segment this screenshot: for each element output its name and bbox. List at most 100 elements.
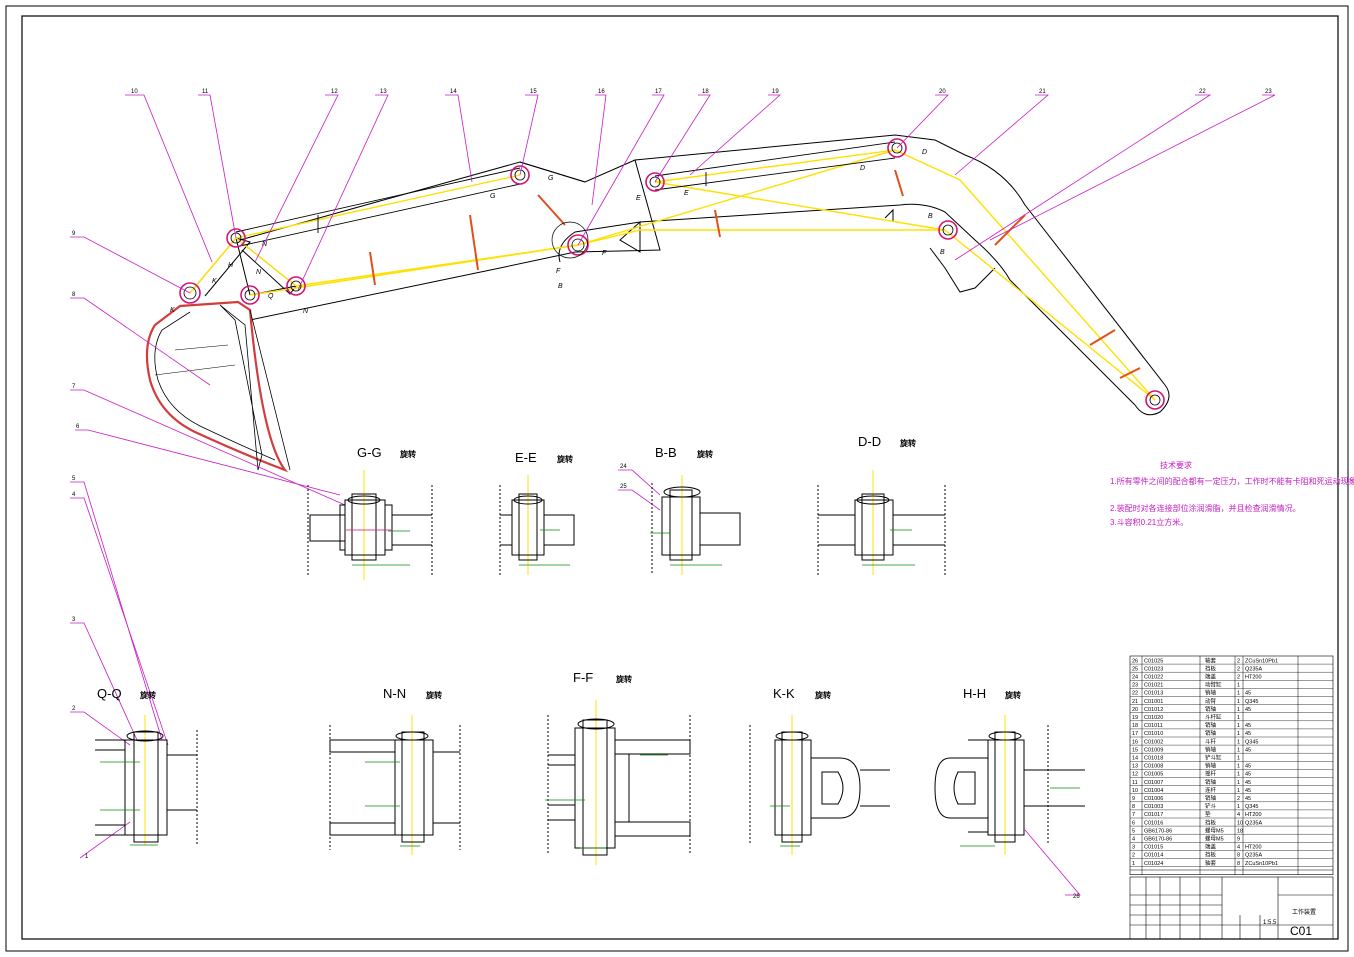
bucket bbox=[145, 300, 291, 473]
section-title: K-K bbox=[773, 686, 795, 701]
bom-cell: 12 bbox=[1132, 772, 1138, 778]
bom-cell: 20 bbox=[1132, 707, 1138, 713]
pin-K bbox=[179, 282, 201, 304]
bom-cell: 1 bbox=[1237, 747, 1240, 753]
bom-cell: 螺母M5 bbox=[1205, 835, 1224, 843]
bom-cell: HT200 bbox=[1245, 675, 1262, 681]
section-note: 旋转 bbox=[399, 449, 416, 459]
bom-cell: C01006 bbox=[1144, 796, 1163, 802]
bom-cell: 24 bbox=[1132, 675, 1138, 681]
leader-number: 10 bbox=[131, 89, 138, 95]
leader-number: 21 bbox=[1039, 89, 1046, 95]
assembly-view: K K H N N Q N G G F F B E E D D B B bbox=[70, 89, 1276, 900]
bom-cell: 4 bbox=[1237, 812, 1240, 818]
bom-cell: 端盖 bbox=[1205, 843, 1217, 851]
bom-cell: 1 bbox=[1237, 764, 1240, 770]
bom-cell: 销轴 bbox=[1205, 794, 1217, 802]
leader-number: 17 bbox=[655, 89, 662, 95]
bom-cell: 轴套 bbox=[1205, 859, 1217, 867]
bom-cell: C01024 bbox=[1144, 861, 1163, 867]
bom-cell: 8 bbox=[1237, 861, 1240, 867]
bom-cell: Q235A bbox=[1245, 853, 1262, 859]
bom-cell: HT200 bbox=[1245, 812, 1262, 818]
bom-cell: Q235A bbox=[1245, 666, 1262, 672]
pin-letter: F bbox=[602, 250, 607, 257]
bom-cell: 斗杆 bbox=[1205, 737, 1217, 745]
bom-cell: 45 bbox=[1245, 723, 1251, 729]
bom-cell: 15 bbox=[1132, 747, 1138, 753]
bom-cell: 45 bbox=[1245, 731, 1251, 737]
section-h-h: H-H 旋转 bbox=[934, 686, 1085, 855]
bom-cell: 销轴 bbox=[1205, 778, 1217, 786]
pin-letter: Q bbox=[268, 293, 274, 300]
bom-cell: GB6170-86 bbox=[1144, 837, 1172, 843]
bom-cell: C01009 bbox=[1144, 747, 1163, 753]
bom-cell: C01012 bbox=[1144, 707, 1163, 713]
pin-letter: D bbox=[922, 149, 927, 156]
section-title: H-H bbox=[963, 686, 986, 701]
bom-cell: 2 bbox=[1237, 666, 1240, 672]
bom-cell: 45 bbox=[1245, 772, 1251, 778]
pin-letter: F bbox=[556, 268, 561, 275]
bom-cell: C01016 bbox=[1144, 820, 1163, 826]
bom-cell: 挡板 bbox=[1205, 664, 1217, 672]
bom-cell: 螺母M5 bbox=[1205, 826, 1224, 834]
bom-cell: 挡板 bbox=[1205, 818, 1217, 826]
weld-lines bbox=[369, 169, 1141, 379]
pin-H bbox=[226, 228, 246, 248]
bom-cell: 45 bbox=[1245, 707, 1251, 713]
bom-cell: 4 bbox=[1132, 837, 1135, 843]
tech-heading: 技术要求 bbox=[1160, 460, 1192, 470]
bom-cell: 45 bbox=[1245, 796, 1251, 802]
bom-cell: C01008 bbox=[1144, 764, 1163, 770]
leader-number: 22 bbox=[1199, 89, 1206, 95]
leader-number: 14 bbox=[450, 89, 457, 95]
pin-letter: E bbox=[636, 195, 641, 202]
pin-letter: G bbox=[490, 193, 496, 200]
bom-cell: 1 bbox=[1237, 699, 1240, 705]
leader-number: 8 bbox=[72, 292, 76, 298]
section-note: 旋转 bbox=[556, 454, 573, 464]
bom-cell: HT200 bbox=[1245, 845, 1262, 851]
bom-cell: Q235A bbox=[1245, 820, 1262, 826]
bom-cell: 2 bbox=[1132, 853, 1135, 859]
bom-cell: 销轴 bbox=[1205, 705, 1217, 713]
bom-cell: 22 bbox=[1132, 691, 1138, 697]
section-note: 旋转 bbox=[139, 690, 156, 700]
leader-number: 13 bbox=[380, 89, 387, 95]
section-title: D-D bbox=[858, 434, 881, 449]
bom-cell: 1 bbox=[1237, 715, 1240, 721]
leader-number: 12 bbox=[331, 89, 338, 95]
bom-cell: 25 bbox=[1132, 666, 1138, 672]
pin-letter: B bbox=[558, 283, 563, 290]
bom-cell: 13 bbox=[1132, 764, 1138, 770]
bom-cell: Q345 bbox=[1245, 739, 1258, 745]
section-note: 旋转 bbox=[814, 690, 831, 700]
pin-B bbox=[938, 220, 958, 240]
section-d-d: D-D 旋转 bbox=[817, 434, 946, 575]
leader-number: 24 bbox=[620, 464, 627, 470]
bom-cell: 9 bbox=[1237, 837, 1240, 843]
bom-cell: C01013 bbox=[1144, 691, 1163, 697]
leader-number: 15 bbox=[530, 89, 537, 95]
bom-cell: 18 bbox=[1237, 828, 1243, 834]
leader-number: 18 bbox=[702, 89, 709, 95]
pin-letter: N bbox=[256, 269, 262, 276]
bom-cell: 铲斗 bbox=[1205, 802, 1217, 810]
bom-cell: 17 bbox=[1132, 731, 1138, 737]
bom-cell: 19 bbox=[1132, 715, 1138, 721]
bom-cell: Q345 bbox=[1245, 699, 1258, 705]
bom-cell: C01005 bbox=[1144, 772, 1163, 778]
bom-cell: C01021 bbox=[1144, 683, 1163, 689]
bom-cell: C01007 bbox=[1144, 780, 1163, 786]
bom-cell: 45 bbox=[1245, 788, 1251, 794]
bom-cell: 45 bbox=[1245, 764, 1251, 770]
bom-cell: 18 bbox=[1132, 723, 1138, 729]
bom-cell: 45 bbox=[1245, 780, 1251, 786]
bom-cell: 2 bbox=[1237, 658, 1240, 664]
pin-letter: N bbox=[303, 308, 309, 315]
drawing-name: 工作装置 bbox=[1292, 908, 1316, 916]
leader-number: 19 bbox=[772, 89, 779, 95]
bom-cell: C01015 bbox=[1144, 845, 1163, 851]
